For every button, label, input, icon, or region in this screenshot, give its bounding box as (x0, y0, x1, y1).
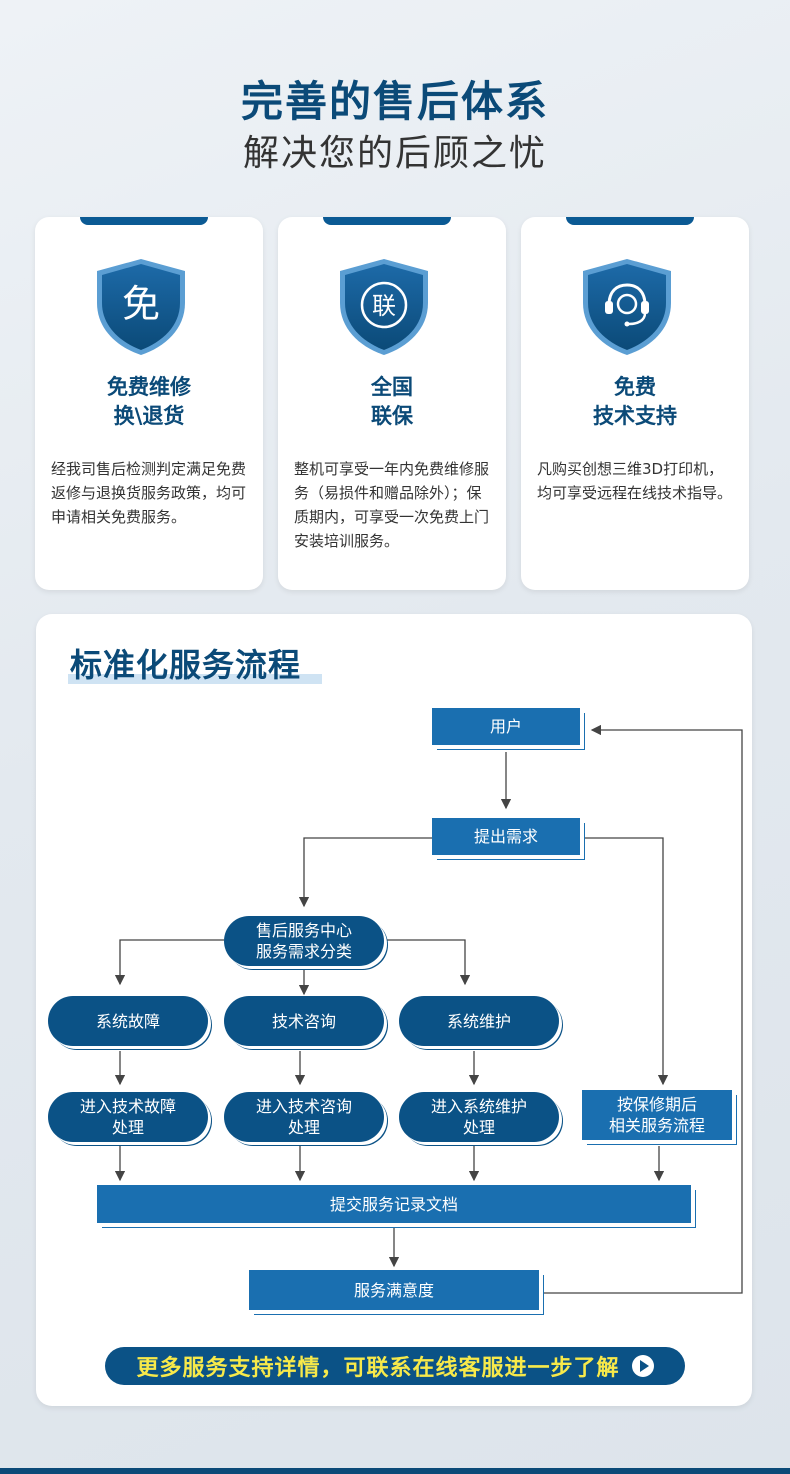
card-description: 整机可享受一年内免费维修服务（易损件和赠品除外）；保质期内，可享受一次免费上门安… (294, 460, 490, 550)
card-description: 经我司售后检测判定满足免费返修与退换货服务政策，均可申请相关免费服务。 (51, 460, 247, 526)
flow-fault-process-box: 进入技术故障处理 (48, 1092, 208, 1142)
process-title: 标准化服务流程 (70, 646, 302, 684)
card-title: 免费维修换\退货 (107, 375, 191, 428)
card-tab (566, 217, 694, 225)
flow-record-box: 提交服务记录文档 (97, 1185, 691, 1223)
contact-support-button[interactable]: 更多服务支持详情，可联系在线客服进一步了解 (105, 1347, 685, 1385)
flow-maintenance-box: 系统维护 (399, 996, 559, 1046)
flow-warranty-box: 按保修期后相关服务流程 (582, 1090, 732, 1140)
hero-subtitle: 解决您的后顾之忧 (242, 133, 547, 174)
flow-consult-process-box: 进入技术咨询处理 (224, 1092, 384, 1142)
service-card-free-repair: 免 免费维修换\退货 经我司售后检测判定满足免费返修与退换货服务政策，均可申请相… (35, 217, 263, 590)
flow-satisfaction-box: 服务满意度 (249, 1270, 539, 1310)
card-title: 全国联保 (371, 375, 413, 428)
flow-fault-box: 系统故障 (48, 996, 208, 1046)
shield-headset-icon (583, 259, 671, 355)
bottom-bar (0, 1468, 790, 1474)
flow-consult-box: 技术咨询 (224, 996, 384, 1046)
flow-request-box: 提出需求 (432, 818, 580, 855)
shield-char: 联 (372, 292, 396, 320)
flow-maintenance-process-box: 进入系统维护处理 (399, 1092, 559, 1142)
hero-title: 完善的售后体系 (240, 77, 549, 126)
card-tab (323, 217, 451, 225)
card-description: 凡购买创想三维3D打印机，均可享受远程在线技术指导。 (537, 460, 733, 502)
flow-service-center-box: 售后服务中心服务需求分类 (224, 916, 384, 966)
shield-free-icon: 免 (97, 259, 185, 355)
play-icon (631, 1355, 654, 1377)
cta-label: 更多服务支持详情，可联系在线客服进一步了解 (136, 1356, 620, 1381)
card-tab (80, 217, 208, 225)
service-card-tech-support: 免费技术支持 凡购买创想三维3D打印机，均可享受远程在线技术指导。 (521, 217, 749, 590)
shield-warranty-icon: 联 (340, 259, 428, 355)
flow-user-box: 用户 (432, 708, 580, 745)
title-highlight (68, 674, 322, 684)
card-title: 免费技术支持 (593, 375, 677, 428)
service-card-warranty: 联 全国联保 整机可享受一年内免费维修服务（易损件和赠品除外）；保质期内，可享受… (278, 217, 506, 590)
shield-char: 免 (122, 282, 160, 326)
